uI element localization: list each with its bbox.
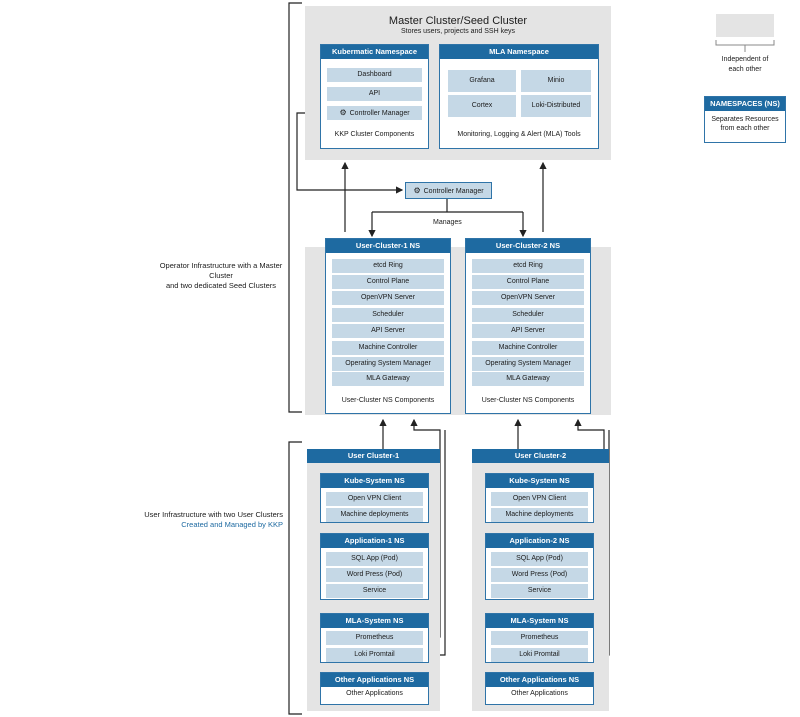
manages-label: Manages (433, 219, 462, 226)
control-plane-item: Control Plane (472, 275, 584, 289)
user-line2: Created and Managed by KKP (181, 520, 283, 529)
machine-controller-item: Machine Controller (472, 341, 584, 355)
application-ns: Application-2 NS SQL App (Pod) Word Pres… (485, 533, 594, 600)
mla-header: MLA Namespace (440, 45, 598, 59)
user-cluster-1-ns-header: User-Cluster-1 NS (326, 239, 450, 253)
master-title: Master Cluster/Seed Cluster (388, 15, 528, 27)
controller-manager-box: ⚙Controller Manager (405, 182, 492, 199)
application-ns: Application-1 NS SQL App (Pod) Word Pres… (320, 533, 429, 600)
kubermatic-namespace: Kubermatic Namespace Dashboard API ⚙Cont… (320, 44, 429, 149)
sql-app-item: SQL App (Pod) (491, 552, 588, 566)
api-server-item: API Server (332, 324, 444, 338)
etcd-ring-item: etcd Ring (332, 259, 444, 273)
prometheus-item: Prometheus (326, 631, 423, 645)
application-header: Application-1 NS (321, 534, 428, 548)
mla-system-header: MLA-System NS (321, 614, 428, 628)
api-server-item: API Server (472, 324, 584, 338)
controller-manager-box-label: Controller Manager (423, 188, 484, 195)
minio-item: Minio (521, 70, 591, 92)
loki-distributed-item: Loki-Distributed (521, 95, 591, 117)
user-cluster-1: User Cluster-1 Kube-System NS Open VPN C… (307, 449, 440, 711)
os-manager-item: Operating System Manager (472, 357, 584, 371)
user-cluster-2-ns-caption: User-Cluster NS Components (481, 397, 575, 404)
master-subtitle: Stores users, projects and SSH keys (401, 28, 515, 35)
os-manager-item: Operating System Manager (332, 357, 444, 371)
mla-system-header: MLA-System NS (486, 614, 593, 628)
prometheus-item: Prometheus (491, 631, 588, 645)
other-apps-item: Other Applications (346, 690, 403, 697)
mla-system-ns: MLA-System NS Prometheus Loki Promtail (485, 613, 594, 663)
scheduler-item: Scheduler (332, 308, 444, 322)
openvpn-client-item: Open VPN Client (326, 492, 423, 506)
service-item: Service (326, 584, 423, 598)
gear-icon: ⚙ (413, 186, 421, 195)
kubermatic-caption: KKP Cluster Components (334, 131, 415, 138)
user-bracket (288, 441, 302, 715)
operator-bracket (288, 2, 302, 413)
other-apps-header: Other Applications NS (321, 673, 428, 687)
mla-system-ns: MLA-System NS Prometheus Loki Promtail (320, 613, 429, 663)
mla-gateway-item: MLA Gateway (332, 372, 444, 386)
cortex-item: Cortex (448, 95, 516, 117)
loki-promtail-item: Loki Promtail (491, 648, 588, 662)
mla-caption: Monitoring, Logging & Alert (MLA) Tools (457, 131, 581, 138)
kubermatic-header: Kubermatic Namespace (321, 45, 428, 59)
wordpress-item: Word Press (Pod) (491, 568, 588, 582)
user-cluster-2-header: User Cluster-2 (472, 449, 609, 463)
user-cluster-2-ns-header: User-Cluster-2 NS (466, 239, 590, 253)
other-apps-ns: Other Applications NS Other Applications (485, 672, 594, 705)
gear-icon: ⚙ (339, 108, 347, 117)
operator-infra-label: Operator Infrastructure with a Master Cl… (159, 261, 283, 291)
etcd-ring-item: etcd Ring (472, 259, 584, 273)
service-item: Service (491, 584, 588, 598)
loki-promtail-item: Loki Promtail (326, 648, 423, 662)
kube-system-ns: Kube-System NS Open VPN Client Machine d… (320, 473, 429, 523)
legend-gray-label: Independent of each other (721, 56, 769, 73)
legend-ns: NAMESPACES (NS) Separates Resources from… (704, 96, 786, 143)
mla-namespace: MLA Namespace Grafana Minio Cortex Loki-… (439, 44, 599, 149)
sql-app-item: SQL App (Pod) (326, 552, 423, 566)
api-item: API (327, 87, 422, 101)
legend-bracket (715, 40, 775, 46)
dashboard-item: Dashboard (327, 68, 422, 82)
legend-ns-header: NAMESPACES (NS) (705, 97, 785, 111)
user-cluster-1-header: User Cluster-1 (307, 449, 440, 463)
legend-ns-desc: Separates Resources from each other (711, 116, 779, 132)
user-cluster-1-ns: User-Cluster-1 NS etcd Ring Control Plan… (325, 238, 451, 414)
operator-line1: Operator Infrastructure with a Master Cl… (159, 261, 283, 280)
control-plane-item: Control Plane (332, 275, 444, 289)
mla-gateway-item: MLA Gateway (472, 372, 584, 386)
user-line1: User Infrastructure with two User Cluste… (144, 510, 283, 519)
other-apps-ns: Other Applications NS Other Applications (320, 672, 429, 705)
machine-deployments-item: Machine deployments (491, 508, 588, 522)
grafana-item: Grafana (448, 70, 516, 92)
wordpress-item: Word Press (Pod) (326, 568, 423, 582)
other-apps-header: Other Applications NS (486, 673, 593, 687)
legend-gray-swatch (716, 14, 774, 37)
openvpn-client-item: Open VPN Client (491, 492, 588, 506)
machine-controller-item: Machine Controller (332, 341, 444, 355)
operator-line2: and two dedicated Seed Clusters (165, 281, 277, 290)
controller-manager-label: Controller Manager (349, 110, 410, 117)
controller-manager-item: ⚙Controller Manager (327, 106, 422, 120)
user-cluster-2-ns: User-Cluster-2 NS etcd Ring Control Plan… (465, 238, 591, 414)
user-cluster-2: User Cluster-2 Kube-System NS Open VPN C… (472, 449, 609, 711)
kube-system-header: Kube-System NS (321, 474, 428, 488)
openvpn-server-item: OpenVPN Server (472, 291, 584, 305)
other-apps-item: Other Applications (511, 690, 568, 697)
user-infra-label: User Infrastructure with two User Cluste… (128, 510, 283, 530)
application-header: Application-2 NS (486, 534, 593, 548)
openvpn-server-item: OpenVPN Server (332, 291, 444, 305)
kube-system-header: Kube-System NS (486, 474, 593, 488)
machine-deployments-item: Machine deployments (326, 508, 423, 522)
kube-system-ns: Kube-System NS Open VPN Client Machine d… (485, 473, 594, 523)
user-cluster-1-ns-caption: User-Cluster NS Components (341, 397, 435, 404)
scheduler-item: Scheduler (472, 308, 584, 322)
